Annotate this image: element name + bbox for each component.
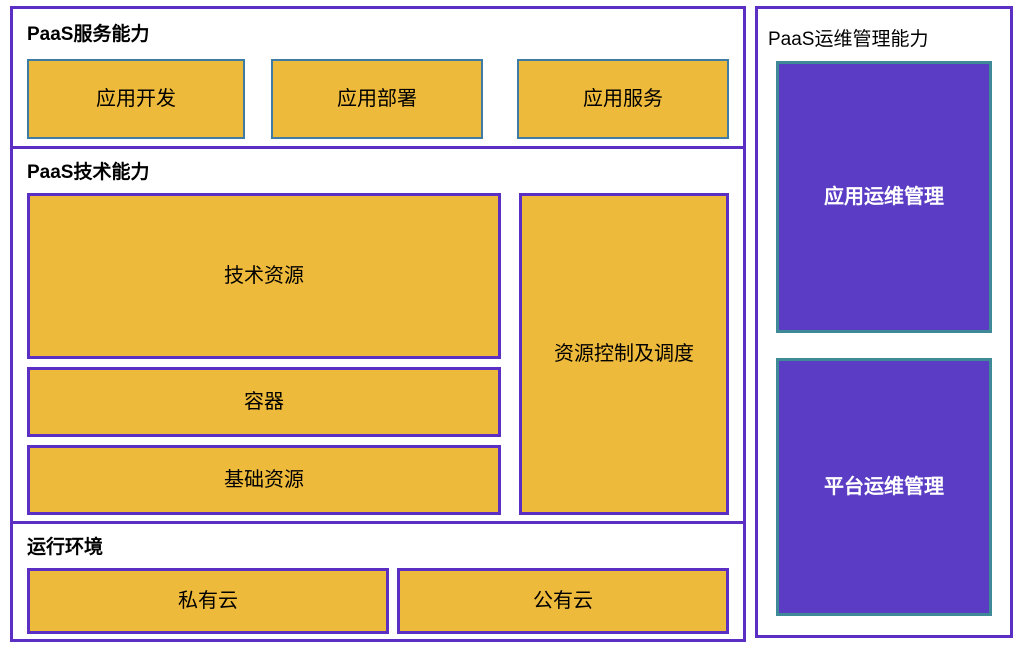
box-technical-resource-label: 技术资源 (224, 264, 304, 287)
box-app-service-label: 应用服务 (583, 87, 663, 110)
box-public-cloud-label: 公有云 (533, 589, 593, 612)
box-app-deployment-label: 应用部署 (337, 87, 417, 110)
box-app-ops-management[interactable]: 应用运维管理 (776, 61, 992, 333)
box-container[interactable]: 容器 (27, 367, 501, 437)
box-platform-ops-management[interactable]: 平台运维管理 (776, 358, 992, 616)
box-private-cloud-label: 私有云 (178, 589, 238, 612)
section-paas-service-capability: PaaS服务能力 应用开发 应用部署 应用服务 (13, 9, 743, 146)
box-app-development-label: 应用开发 (96, 87, 176, 110)
right-panel-paas-ops-management: PaaS运维管理能力 应用运维管理 平台运维管理 (755, 6, 1013, 638)
section-title-paas-technical-capability: PaaS技术能力 (27, 162, 150, 183)
box-app-service[interactable]: 应用服务 (517, 59, 729, 139)
section-title-runtime-environment: 运行环境 (27, 537, 104, 558)
box-public-cloud[interactable]: 公有云 (397, 568, 729, 634)
box-technical-resource[interactable]: 技术资源 (27, 193, 501, 359)
box-app-development[interactable]: 应用开发 (27, 59, 245, 139)
box-private-cloud[interactable]: 私有云 (27, 568, 389, 634)
box-basic-resource[interactable]: 基础资源 (27, 445, 501, 515)
box-app-deployment[interactable]: 应用部署 (271, 59, 483, 139)
box-container-label: 容器 (244, 390, 284, 413)
box-platform-ops-management-label: 平台运维管理 (824, 475, 944, 498)
left-panel-paas-capabilities: PaaS服务能力 应用开发 应用部署 应用服务 PaaS技术能力 技术资源 容器 (10, 6, 746, 642)
divider-technical-runtime (13, 521, 743, 524)
panel-title-paas-ops-management: PaaS运维管理能力 (768, 29, 929, 50)
box-app-ops-management-label: 应用运维管理 (824, 185, 944, 208)
section-title-paas-service-capability: PaaS服务能力 (27, 24, 150, 45)
box-resource-control-scheduling[interactable]: 资源控制及调度 (519, 193, 729, 515)
section-paas-technical-capability: PaaS技术能力 技术资源 容器 基础资源 资源控制及调度 (13, 149, 743, 521)
box-resource-control-scheduling-label: 资源控制及调度 (554, 342, 694, 365)
box-basic-resource-label: 基础资源 (224, 468, 304, 491)
section-runtime-environment: 运行环境 私有云 公有云 (13, 524, 743, 639)
divider-service-technical (13, 146, 743, 149)
